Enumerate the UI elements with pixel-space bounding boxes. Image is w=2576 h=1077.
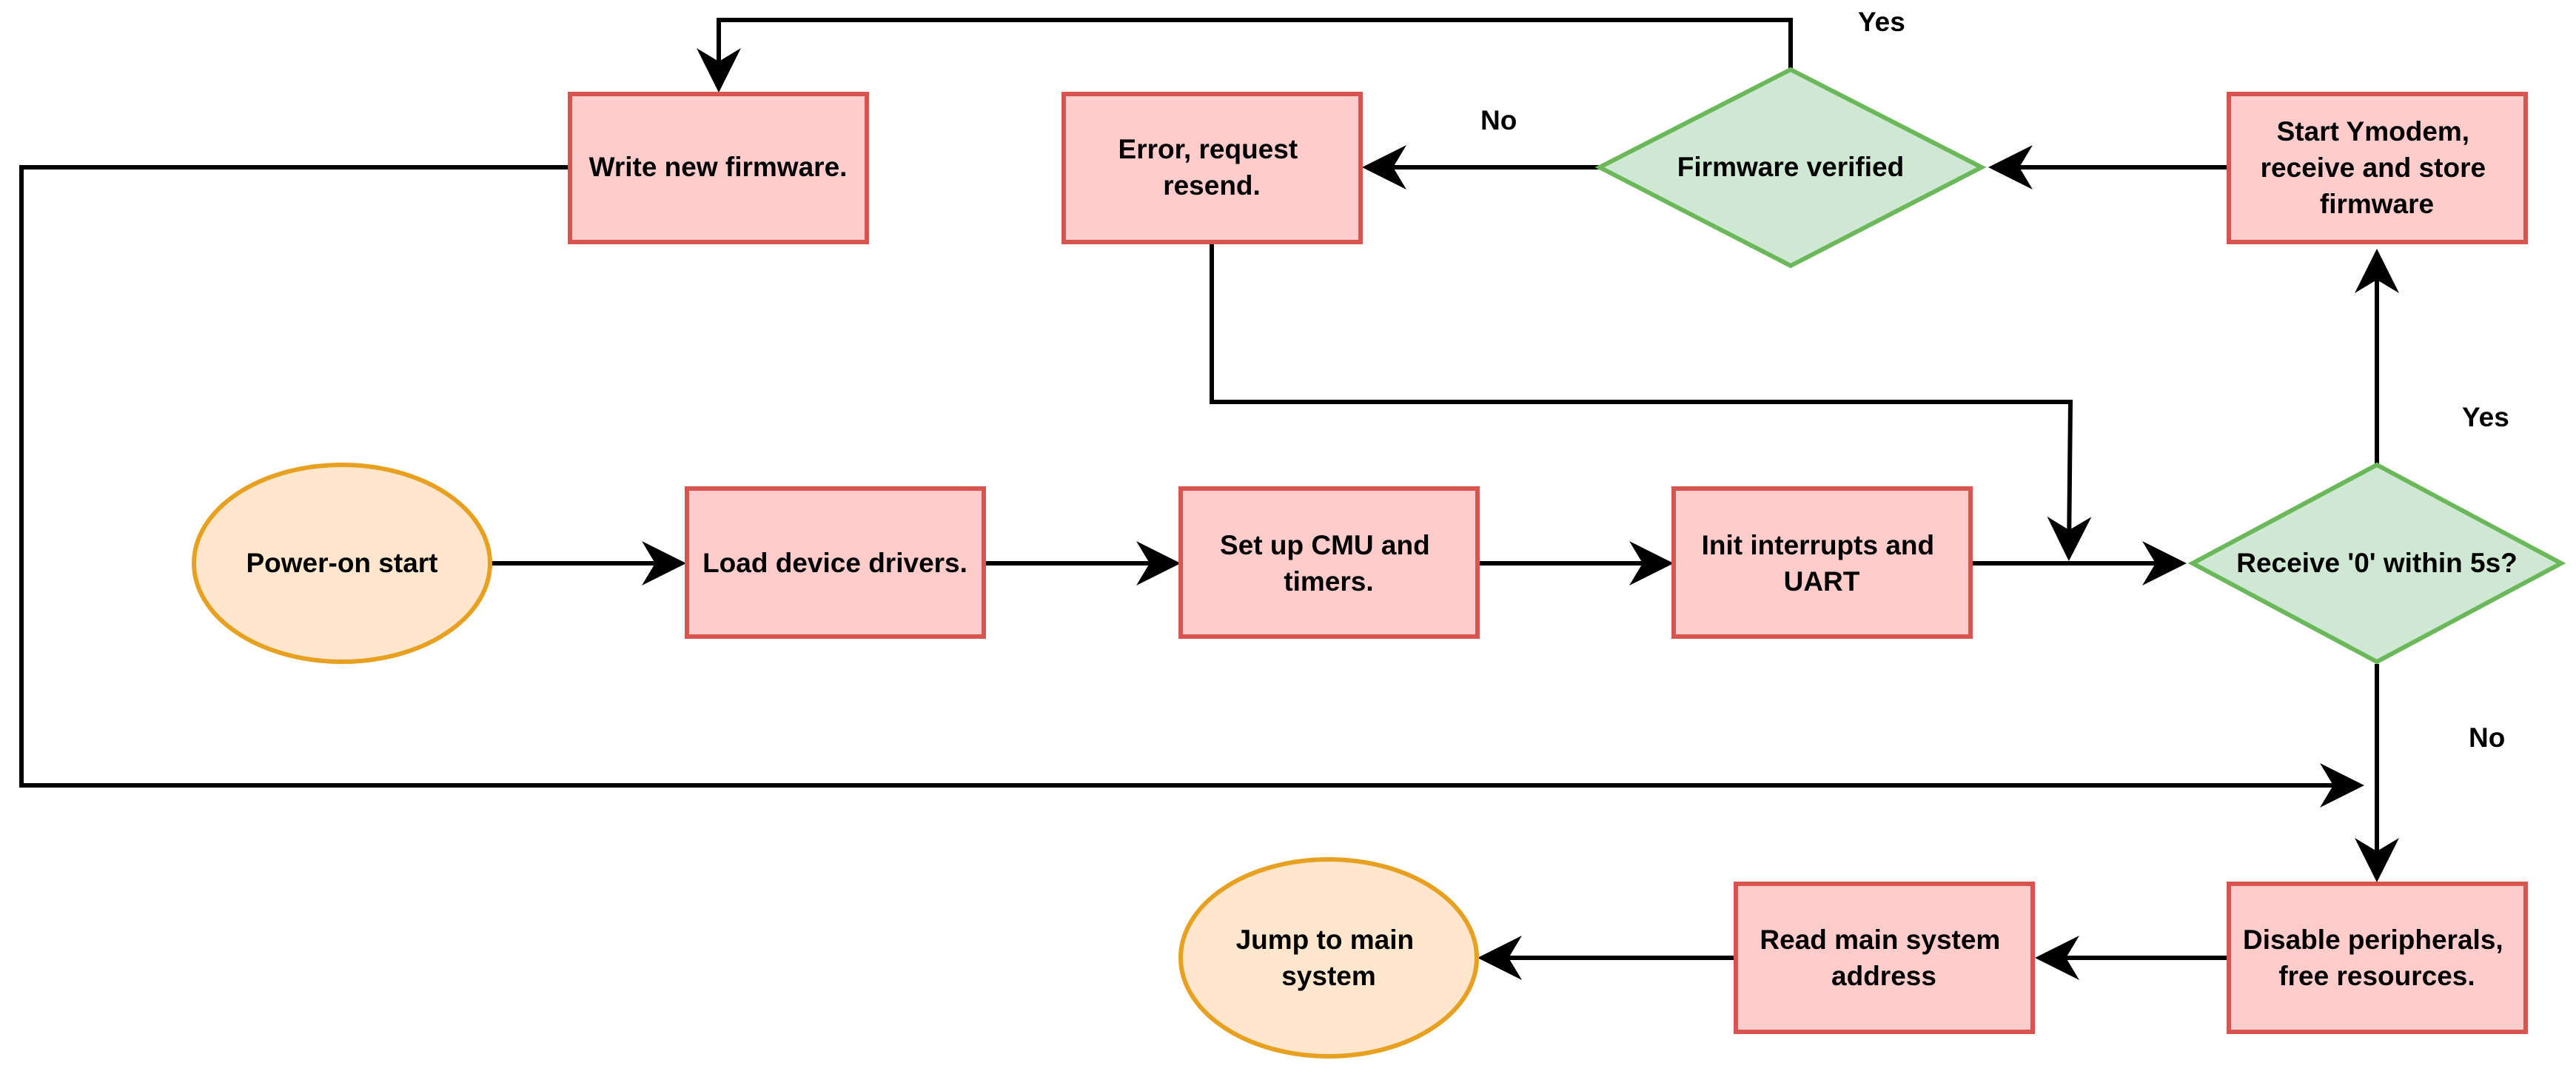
label-receive-no: No: [2469, 722, 2505, 753]
process-shape: [1671, 486, 1973, 639]
node-label: Load device drivers.: [702, 548, 967, 578]
label-verified-no: No: [1480, 105, 1517, 135]
node-setup-cmu-timers: Set up CMU and timers.: [1178, 486, 1480, 639]
node-label: Error, request resend.: [1118, 134, 1306, 201]
node-label: Disable peripherals, free resources.: [2243, 925, 2511, 991]
node-read-main-system-address: Read main system address: [1734, 882, 2035, 1034]
node-init-interrupts-uart: Init interrupts and UART: [1671, 486, 1973, 639]
label-receive-yes: Yes: [2462, 402, 2509, 432]
edge-verified-yes-to-write: [697, 18, 1793, 93]
node-label: Write new firmware.: [589, 152, 848, 182]
node-load-device-drivers: Load device drivers.: [685, 486, 986, 639]
node-disable-peripherals: Disable peripherals, free resources.: [2227, 882, 2528, 1034]
process-shape: [2227, 882, 2528, 1034]
node-label: Read main system address: [1760, 925, 2008, 991]
node-label: Firmware verified: [1677, 152, 1904, 182]
node-label: Receive '0' within 5s?: [2236, 548, 2518, 578]
process-shape: [1734, 882, 2035, 1034]
node-label: Start Ymodem, receive and store firmware: [2261, 116, 2494, 219]
edge-write-to-disable: [19, 165, 2364, 808]
process-shape: [568, 92, 869, 244]
decision-shape: [2187, 462, 2566, 665]
edges: [19, 18, 2399, 980]
process-shape: [685, 486, 986, 639]
label-verified-yes: Yes: [1858, 7, 1905, 37]
process-shape: [2227, 92, 2528, 244]
decision-shape: [1594, 67, 1987, 269]
node-jump-to-main-system: Jump to main system: [1178, 857, 1479, 1058]
edge-labels: Yes No Yes No: [1480, 7, 2509, 753]
process-shape: [1061, 92, 1363, 244]
nodes: Power-on start Load device drivers. Set …: [192, 67, 2566, 1058]
node-receive-decision: Receive '0' within 5s?: [2187, 462, 2566, 665]
node-firmware-verified: Firmware verified: [1594, 67, 1987, 269]
node-label: Jump to main system: [1236, 925, 1422, 991]
terminal-shape: [192, 463, 492, 664]
node-start-ymodem: Start Ymodem, receive and store firmware: [2227, 92, 2528, 244]
process-shape: [1178, 486, 1480, 639]
node-label: Set up CMU and timers.: [1220, 530, 1438, 597]
node-label: Power-on start: [246, 548, 437, 578]
node-power-on-start: Power-on start: [192, 463, 492, 664]
node-write-new-firmware: Write new firmware.: [568, 92, 869, 244]
edge-error-to-receive: [1210, 244, 2092, 561]
node-error-request-resend: Error, request resend.: [1061, 92, 1363, 244]
node-label: Init interrupts and UART: [1702, 530, 1942, 597]
terminal-shape: [1178, 857, 1479, 1058]
